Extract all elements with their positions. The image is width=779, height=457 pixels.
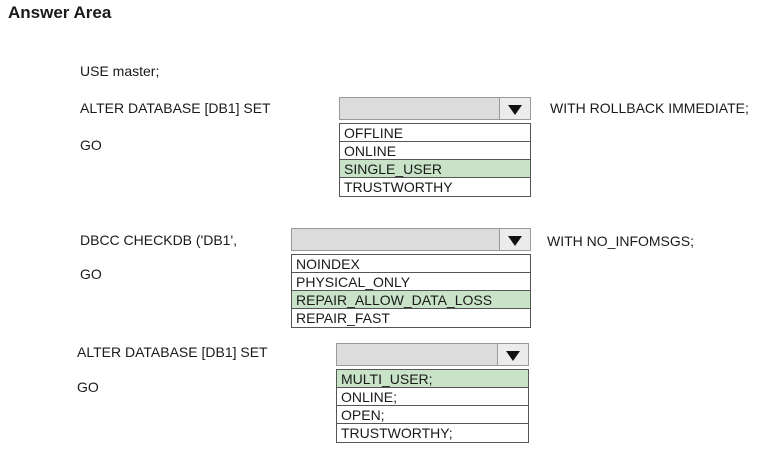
option-trustworthy[interactable]: TRUSTWORTHY — [344, 179, 453, 195]
dropdown-2-toggle[interactable] — [499, 229, 530, 250]
option-online[interactable]: ONLINE; — [337, 388, 528, 406]
answer-area-title: Answer Area — [8, 3, 112, 22]
go-line-3: GO — [77, 379, 99, 395]
dropdown-2: NOINDEX PHYSICAL_ONLY REPAIR_ALLOW_DATA_… — [291, 228, 531, 328]
option-open[interactable]: OPEN; — [337, 406, 528, 424]
chevron-down-icon — [508, 235, 522, 246]
chevron-down-icon — [506, 350, 520, 361]
option-noindex[interactable]: NOINDEX — [292, 255, 530, 273]
use-master-line: USE master; — [80, 63, 160, 79]
dropdown-2-options: NOINDEX PHYSICAL_ONLY REPAIR_ALLOW_DATA_… — [291, 254, 531, 328]
dropdown-3-options: MULTI_USER; ONLINE; OPEN; TRUSTWORTHY; — [336, 369, 529, 443]
no-infomsgs-suffix: WITH NO_INFOMSGS; — [547, 233, 694, 249]
dropdown-1: OFFLINE ONLINE SINGLE_USER TRUSTWORTHY — [339, 97, 531, 197]
dropdown-1-header[interactable] — [339, 97, 531, 120]
option-single-user[interactable]: SINGLE_USER — [340, 160, 530, 178]
alter-db-prefix-3: ALTER DATABASE [DB1] SET — [77, 344, 268, 360]
option-offline[interactable]: OFFLINE — [340, 124, 530, 142]
dropdown-2-header[interactable] — [291, 228, 531, 251]
dropdown-3-toggle[interactable] — [497, 344, 528, 365]
option-physical-only[interactable]: PHYSICAL_ONLY — [292, 273, 530, 291]
go-line-1: GO — [80, 137, 102, 153]
dropdown-1-options: OFFLINE ONLINE SINGLE_USER TRUSTWORTHY — [339, 123, 531, 197]
option-trustworthy[interactable]: TRUSTWORTHY; — [341, 425, 453, 441]
rollback-suffix: WITH ROLLBACK IMMEDIATE; — [550, 100, 749, 116]
dbcc-checkdb-prefix: DBCC CHECKDB ('DB1', — [80, 232, 238, 248]
dropdown-1-toggle[interactable] — [499, 98, 530, 119]
dropdown-3: MULTI_USER; ONLINE; OPEN; TRUSTWORTHY; — [336, 343, 529, 443]
option-repair-fast[interactable]: REPAIR_FAST — [296, 310, 390, 326]
dropdown-3-header[interactable] — [336, 343, 529, 366]
option-repair-allow-data-loss[interactable]: REPAIR_ALLOW_DATA_LOSS — [292, 291, 530, 309]
option-online[interactable]: ONLINE — [340, 142, 530, 160]
chevron-down-icon — [508, 104, 522, 115]
option-multi-user[interactable]: MULTI_USER; — [337, 370, 528, 388]
go-line-2: GO — [80, 266, 102, 282]
alter-db-prefix-1: ALTER DATABASE [DB1] SET — [80, 100, 271, 116]
